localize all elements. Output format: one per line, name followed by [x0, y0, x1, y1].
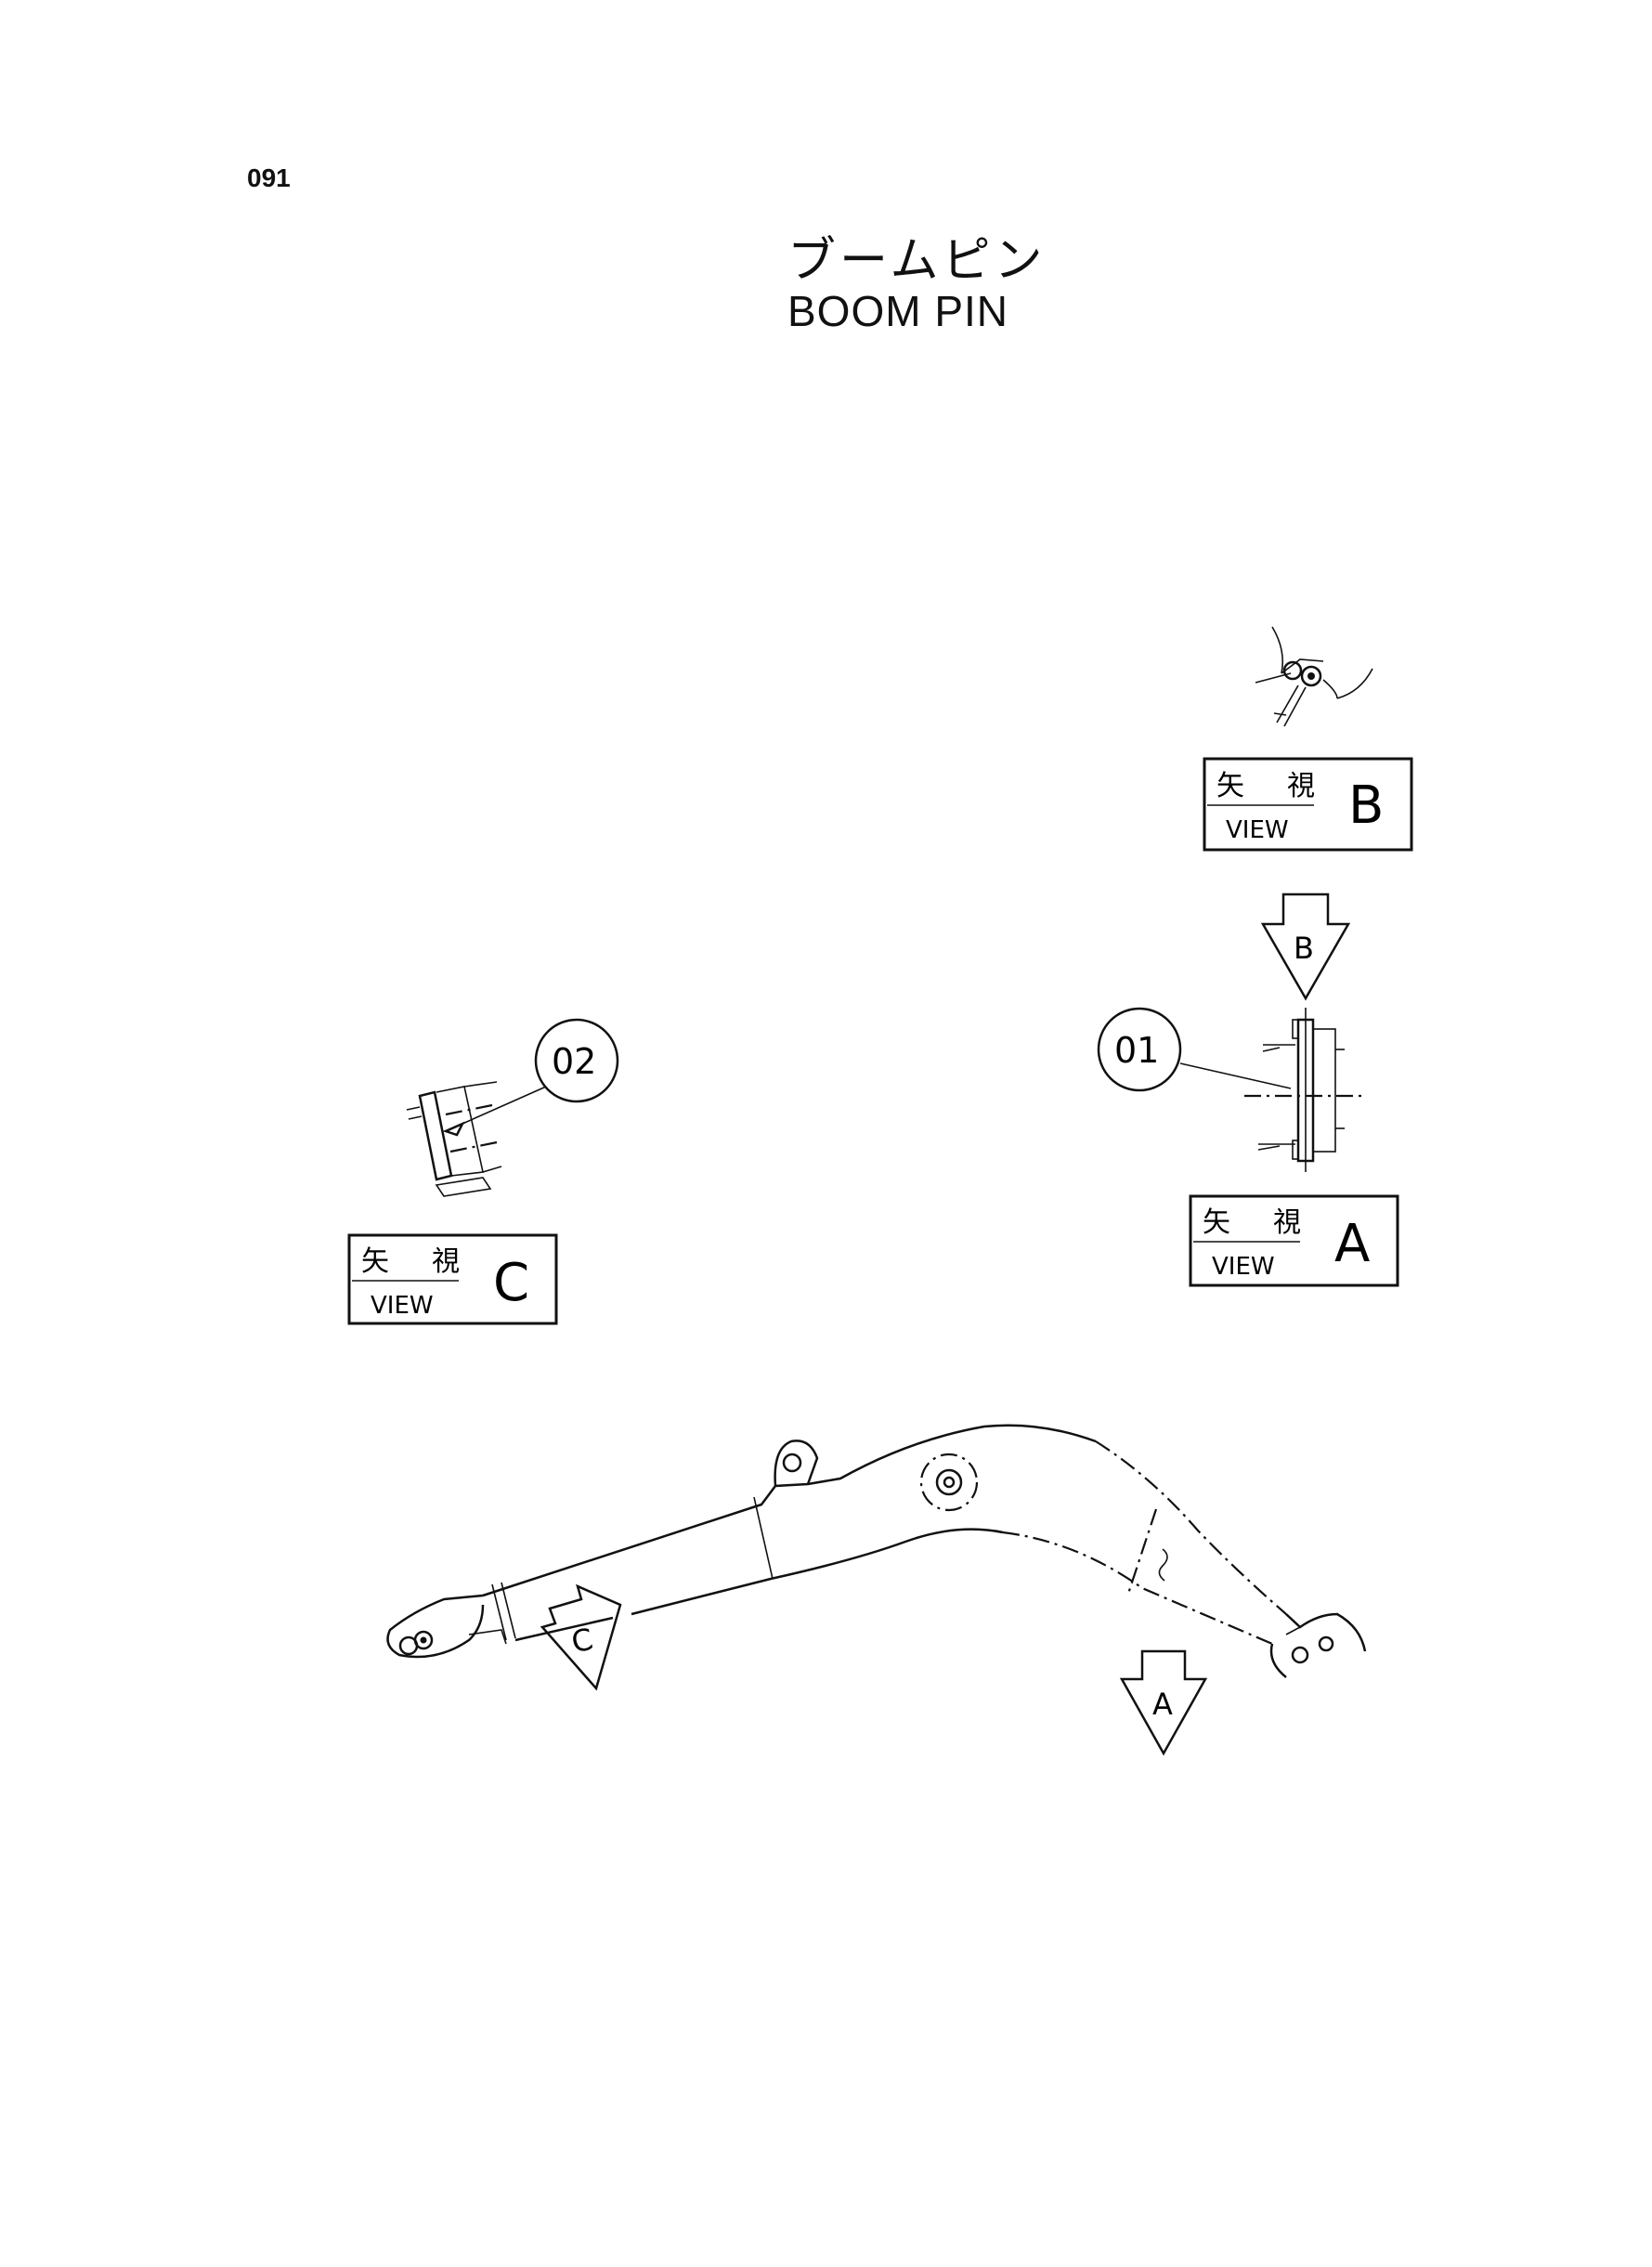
callout-02-label: 02 — [552, 1041, 596, 1082]
view-c-letter: C — [493, 1253, 529, 1313]
view-b-kanji-1: 矢 — [1216, 770, 1244, 802]
view-c-word: VIEW — [371, 1292, 434, 1320]
view-a-letter: A — [1334, 1214, 1370, 1274]
detail-b-sketch — [1255, 626, 1373, 727]
detail-a-sketch — [1244, 1008, 1365, 1172]
view-c-kanji-1: 矢 — [361, 1245, 389, 1278]
callout-01: 01 — [1097, 1007, 1292, 1092]
view-a-label: 矢 視 VIEW A — [1189, 1194, 1399, 1287]
arrow-c-label: C — [568, 1622, 596, 1661]
arrow-a: A — [1119, 1649, 1208, 1756]
page-number: 091 — [247, 163, 291, 192]
view-b-label: 矢 視 VIEW B — [1203, 757, 1413, 852]
detail-c-sketch — [406, 1081, 502, 1197]
title-english: BOOM PIN — [787, 287, 1009, 335]
view-b-letter: B — [1348, 775, 1384, 836]
arrow-b: B — [1260, 892, 1351, 1001]
arrow-b-label: B — [1294, 931, 1314, 966]
arrow-c: C — [540, 1583, 622, 1691]
title-japanese: ブームピン — [787, 233, 1047, 289]
view-a-word: VIEW — [1212, 1253, 1275, 1281]
view-a-kanji-1: 矢 — [1203, 1206, 1230, 1239]
arrow-a-label: A — [1152, 1687, 1173, 1722]
view-a-kanji-2: 視 — [1273, 1206, 1301, 1239]
view-b-kanji-2: 視 — [1287, 770, 1315, 802]
view-c-label: 矢 視 VIEW C — [347, 1233, 558, 1325]
view-c-kanji-2: 視 — [432, 1245, 460, 1278]
boom-drawing — [386, 1424, 1367, 1678]
callout-02: 02 — [442, 1018, 619, 1137]
callout-01-label: 01 — [1114, 1030, 1159, 1071]
view-b-word: VIEW — [1226, 816, 1289, 844]
